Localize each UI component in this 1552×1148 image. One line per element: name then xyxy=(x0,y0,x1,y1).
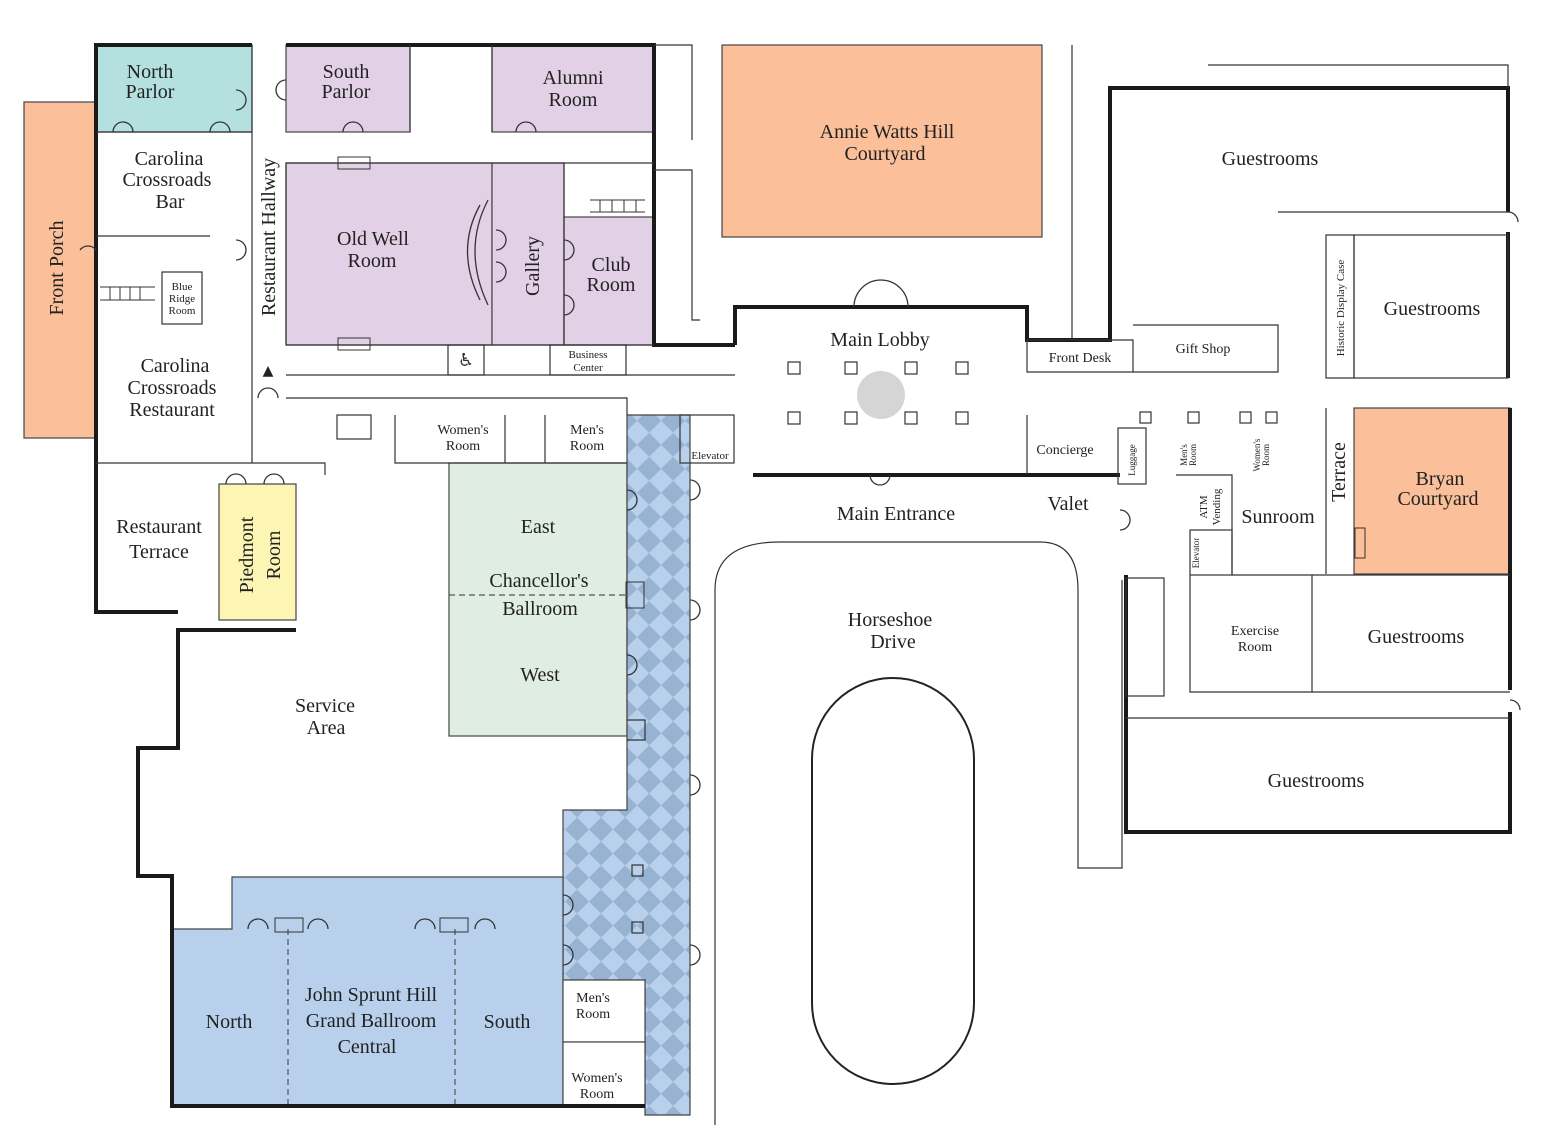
historic-case-label: Historic Display Case xyxy=(1335,260,1347,357)
piedmont-room[interactable] xyxy=(218,483,297,621)
restaurant-terrace-walls xyxy=(252,462,326,475)
concierge-label: Concierge xyxy=(1036,443,1093,458)
restrooms-block xyxy=(394,415,627,464)
restaurant-hallway-label: Restaurant Hallway xyxy=(258,158,280,316)
old-well-stage xyxy=(466,199,489,306)
elevator-box xyxy=(679,414,735,464)
west-corridor-south-line xyxy=(286,397,628,415)
east-elevator-label: Elevator xyxy=(1191,538,1201,569)
blue-ridge-box xyxy=(161,271,203,325)
sunroom-label: Sunroom xyxy=(1241,506,1315,528)
stair-east xyxy=(1125,577,1165,697)
corridor-service-box xyxy=(627,719,646,741)
door-swings xyxy=(79,79,1521,966)
elevator-label: Elevator xyxy=(691,450,729,462)
corridor-outline-1 xyxy=(654,169,700,321)
front-porch-label: Front Porch xyxy=(46,221,68,316)
accessible-icon: ♿ xyxy=(458,350,474,371)
annie-watts-outline xyxy=(654,44,693,140)
luggage-label: Luggage xyxy=(1127,444,1137,476)
horseshoe-island xyxy=(811,677,975,1085)
guestrooms-label-3: Guestrooms xyxy=(1368,626,1465,648)
east-wing-wall xyxy=(1124,575,1512,834)
lobby-columns xyxy=(631,361,1278,934)
main-entrance-label: Main Entrance xyxy=(837,503,955,525)
ballroom-womens-room[interactable] xyxy=(562,1041,646,1107)
grand-ballroom-south-label: South xyxy=(484,1011,531,1033)
guestrooms-label-2: Guestrooms xyxy=(1384,298,1481,320)
chancellor-west-label: West xyxy=(520,664,560,686)
accessible-box xyxy=(447,344,485,376)
guestrooms-label-1: Guestrooms xyxy=(1222,148,1319,170)
north-wing-wall xyxy=(286,43,735,347)
alumni-room[interactable] xyxy=(491,44,655,133)
guestrooms-label-4: Guestrooms xyxy=(1268,770,1365,792)
service-area-wall xyxy=(136,628,645,1108)
east-womens-room-label: Women'sRoom xyxy=(1252,438,1271,471)
terrace-label: Terrace xyxy=(1328,442,1350,502)
ballroom-mens-room[interactable] xyxy=(562,979,646,1043)
valet-label: Valet xyxy=(1047,493,1089,515)
north-parlor-room[interactable] xyxy=(95,44,253,133)
annie-watts-courtyard[interactable] xyxy=(721,44,1043,238)
lobby-fountain xyxy=(857,371,905,419)
west-wing-outer-wall xyxy=(94,43,252,614)
front-porch-room[interactable] xyxy=(23,101,97,439)
service-box xyxy=(336,414,372,440)
stairs xyxy=(100,156,1366,933)
luggage-box xyxy=(1117,427,1147,485)
front-desk-label: Front Desk xyxy=(1049,351,1112,366)
grand-ballroom-north-label: North xyxy=(206,1011,253,1033)
old-well-room[interactable] xyxy=(285,162,493,346)
chancellor-east-label: East xyxy=(521,516,556,538)
atm-vending-label: ATMVending xyxy=(1198,488,1223,525)
gallery-label: Gallery xyxy=(522,236,544,296)
east-mens-room-label: Men'sRoom xyxy=(1179,444,1198,466)
horseshoe-drive-outer xyxy=(714,541,1123,1125)
bryan-courtyard[interactable] xyxy=(1353,407,1511,575)
historic-case xyxy=(1325,234,1355,379)
gift-shop-label: Gift Shop xyxy=(1176,342,1231,357)
east-elevator-box xyxy=(1189,529,1233,576)
business-center-box xyxy=(549,344,627,376)
guest-upper-outline-2 xyxy=(1208,64,1509,88)
direction-arrow-icon: ▲ xyxy=(263,363,274,379)
main-lobby-label: Main Lobby xyxy=(830,329,929,351)
gift-shop-block xyxy=(1133,324,1279,373)
